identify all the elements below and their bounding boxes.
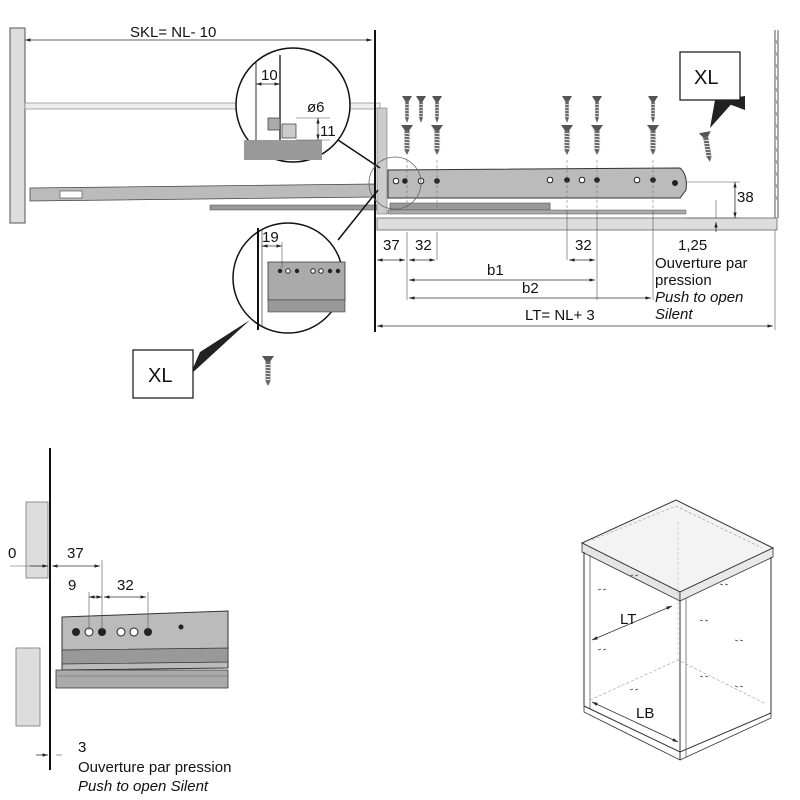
open-fr-1: Ouverture par: [655, 255, 748, 272]
left-panel: [9, 27, 26, 224]
side-dim-3: 3: [78, 739, 86, 756]
skl-label: SKL= NL- 10: [130, 24, 216, 41]
dim-38: 38: [737, 189, 754, 206]
side-dim-37: 37: [67, 545, 84, 562]
detail-top: 10 ø6 11: [235, 47, 351, 163]
detail-bottom: 19: [232, 222, 346, 334]
cabinet-iso: LT LB: [580, 499, 775, 761]
side-dim-32: 32: [117, 577, 134, 594]
side-open-fr: Ouverture par pression: [78, 759, 231, 776]
xl-top-label: XL: [694, 67, 718, 89]
open-en-1: Push to open: [655, 289, 743, 306]
detail-bottom-19: 19: [262, 229, 279, 246]
open-en-2: Silent: [655, 306, 693, 323]
xl-callout-top: [679, 51, 741, 101]
cabinet-bottom: [376, 217, 778, 231]
top-section: SKL= NL- 10 10 ø6 11 XL 38: [9, 24, 779, 399]
side-view: 0 37 9 32 3 Ouverture par pression Push …: [8, 448, 231, 795]
open-fr-2: pression: [655, 272, 712, 289]
detail-top-10: 10: [261, 67, 278, 84]
side-dim-9: 9: [68, 577, 76, 594]
dim-32-right: 32: [575, 237, 592, 254]
dim-b1: b1: [487, 262, 504, 279]
drawer-bar: [24, 102, 381, 110]
side-open-en: Push to open Silent: [78, 778, 209, 795]
detail-top-11: 11: [320, 123, 336, 140]
xl-bottom-label: XL: [148, 365, 172, 387]
dim-125: 1,25: [678, 237, 707, 254]
cabinet-lb: LB: [636, 705, 654, 722]
cabinet-lt: LT: [620, 611, 636, 628]
lt-label: LT= NL+ 3: [525, 307, 595, 324]
detail-top-d6: ø6: [307, 99, 325, 116]
dim-37: 37: [383, 237, 400, 254]
dim-32-left: 32: [415, 237, 432, 254]
mounting-screws: [400, 95, 717, 164]
side-dim-0: 0: [8, 545, 16, 562]
slide-rail-mounted: [387, 167, 687, 199]
dim-b2: b2: [522, 280, 539, 297]
xl-callout-bottom: [132, 349, 194, 399]
